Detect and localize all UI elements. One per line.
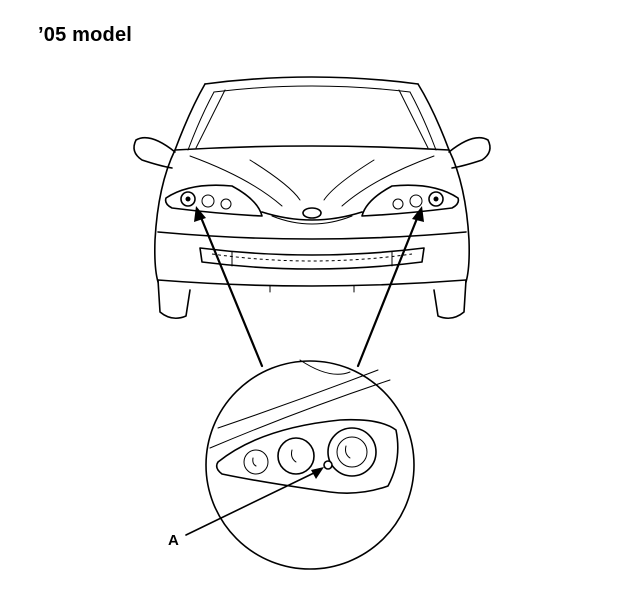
- adjuster-screw-icon: [323, 460, 333, 470]
- diagram-title: ’05 model: [38, 24, 133, 46]
- headlight-detail-view: [205, 359, 415, 570]
- callout-label-a: A: [168, 532, 179, 549]
- pointer-arrows: [194, 206, 424, 368]
- callout-a-leader: [185, 467, 324, 536]
- arrow-left-head-icon: [194, 206, 206, 222]
- arrow-right-head-icon: [412, 206, 424, 222]
- car-body: [133, 76, 491, 320]
- callout-arrow-head-icon: [311, 467, 324, 479]
